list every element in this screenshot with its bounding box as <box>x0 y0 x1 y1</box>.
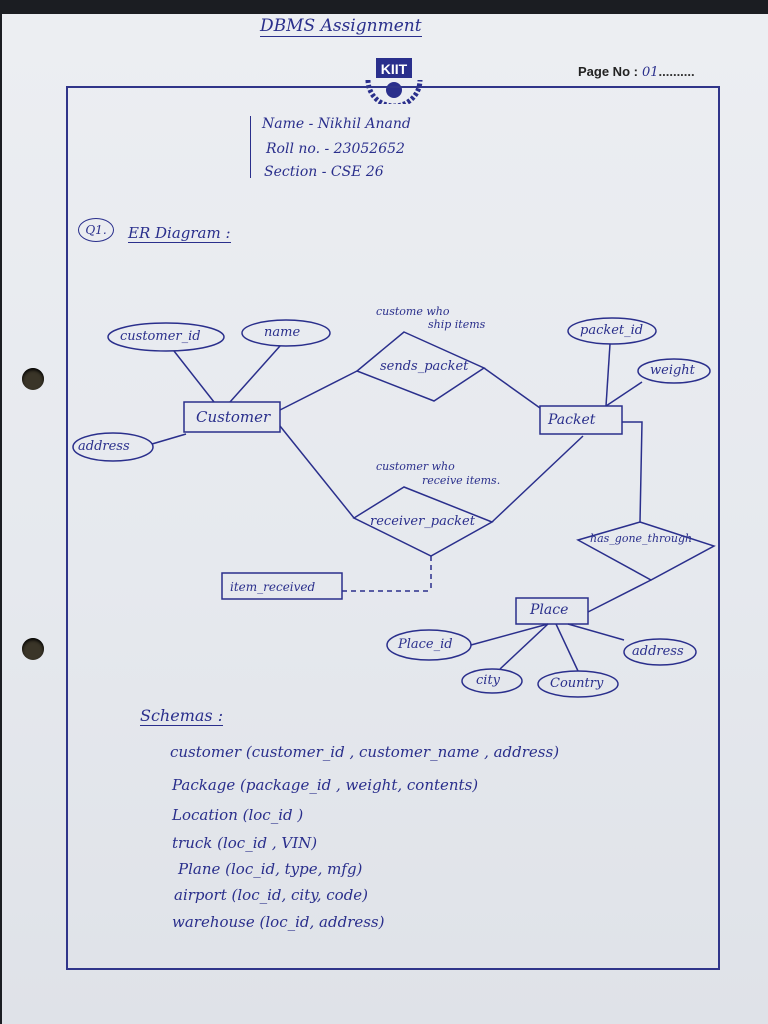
student-section: Section - CSE 26 <box>264 164 384 180</box>
schema-item: Plane (loc_id, type, mfg) <box>178 860 363 878</box>
attr-address-shape <box>72 432 154 462</box>
info-bracket <box>250 116 254 178</box>
entity-place-shape <box>515 597 589 625</box>
entity-customer-shape <box>183 401 281 433</box>
rel-receiver-packet: receiver_packet <box>370 514 475 529</box>
rel-sends-packet-shape <box>355 331 486 402</box>
rel-has-gone-through: has_gone_through <box>590 532 693 545</box>
note-sends-1: custome who <box>376 305 450 318</box>
attr-weight-shape <box>637 358 711 384</box>
entity-packet: Packet <box>548 412 596 428</box>
attr-city: city <box>476 673 501 688</box>
assignment-title: DBMS Assignment <box>260 16 422 37</box>
question-title: ER Diagram : <box>128 224 231 243</box>
entity-customer: Customer <box>196 408 271 426</box>
svg-text:KIIT: KIIT <box>381 61 408 77</box>
entity-item-received-shape <box>221 572 343 600</box>
schema-item: customer (customer_id , customer_name , … <box>170 743 560 761</box>
entity-place: Place <box>530 602 569 618</box>
page-number-value: 01 <box>641 65 659 80</box>
student-name: Name - Nikhil Anand <box>262 116 411 132</box>
binder-hole-top <box>22 368 44 390</box>
attr-city-shape <box>461 668 523 694</box>
note-receives-2: receive items. <box>422 474 501 487</box>
attr-weight: weight <box>650 363 695 378</box>
page-number-field: Page No :01.......... <box>578 64 695 80</box>
attr-customer-address: address <box>78 439 130 454</box>
page-border <box>66 86 720 970</box>
schema-item: warehouse (loc_id, address) <box>172 913 385 931</box>
attr-country: Country <box>550 676 604 691</box>
schema-item: Package (package_id , weight, contents) <box>172 776 479 794</box>
attr-name: name <box>264 325 301 340</box>
attr-customer-id-shape <box>107 322 225 352</box>
attr-customer-id: customer_id <box>120 329 201 344</box>
attr-packet-id: packet_id <box>580 323 644 338</box>
binder-hole-bottom <box>22 638 44 660</box>
schema-item: Location (loc_id ) <box>172 806 304 824</box>
attr-name-shape <box>241 319 331 347</box>
schema-item: truck (loc_id , VIN) <box>172 834 318 852</box>
rel-sends-packet: sends_packet <box>380 359 469 374</box>
question-number: Q1. <box>78 218 114 242</box>
entity-packet-shape <box>539 405 623 435</box>
schema-item: airport (loc_id, city, code) <box>174 886 369 904</box>
schemas-heading: Schemas : <box>140 706 224 726</box>
attr-place-id: Place_id <box>398 637 453 652</box>
attr-packet-id-shape <box>567 317 657 345</box>
student-roll: Roll no. - 23052652 <box>266 141 405 157</box>
note-receives-1: customer who <box>376 460 455 473</box>
note-sends-2: ship items <box>428 318 486 331</box>
entity-item-received: item_received <box>230 580 316 594</box>
page-number-label: Page No : <box>578 64 638 79</box>
rel-has-gone-through-shape <box>576 521 716 581</box>
attr-place-address: address <box>632 644 684 659</box>
attr-place-address-shape <box>623 638 697 666</box>
